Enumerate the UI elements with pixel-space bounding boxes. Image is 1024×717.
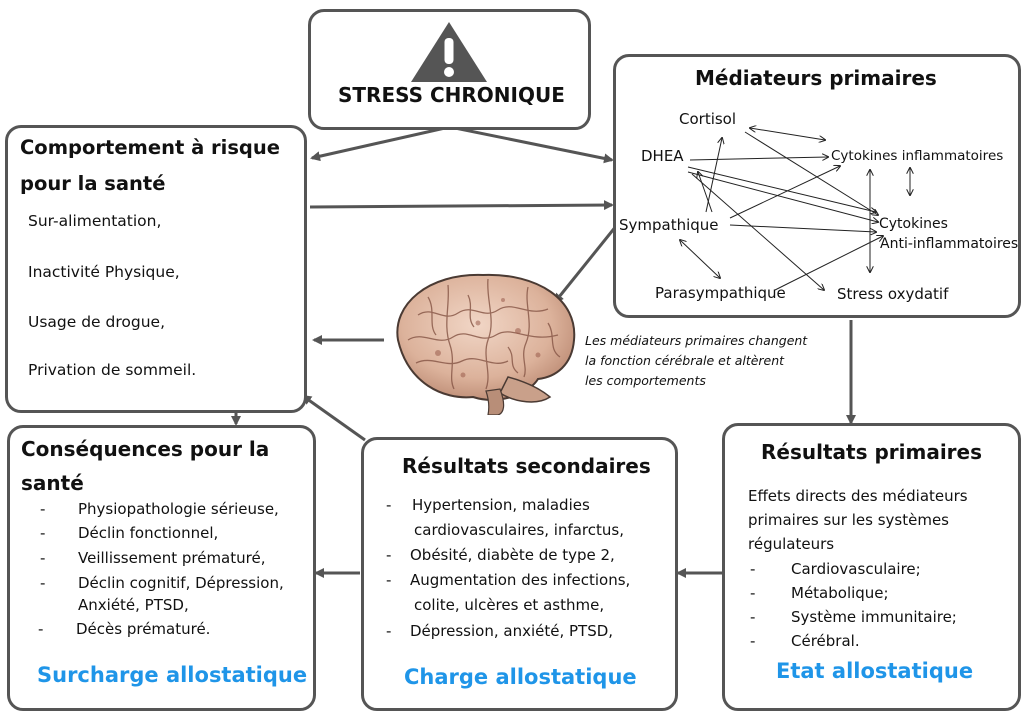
secondary-item: Hypertension, maladies [412, 496, 590, 514]
link-sympathique-anti-inflam [729, 224, 876, 232]
primary-item: Système immunitaire; [791, 608, 957, 626]
primary-item: Cérébral. [791, 632, 860, 650]
secondary-footer: Charge allostatique [404, 665, 637, 689]
bullet-dash: - [386, 496, 392, 514]
bullet-dash: - [750, 560, 756, 578]
consequence-item: Décès prématuré. [76, 620, 211, 638]
secondary-item: Obésité, diabète de type 2, [410, 546, 615, 564]
behavior-item: Sur-alimentation, [28, 212, 162, 230]
link-parasympathique-anti-inflam [774, 236, 883, 291]
bullet-dash: - [40, 500, 46, 518]
node-parasympathique: Parasympathique [655, 284, 786, 302]
arrow-stress-to-behavior [310, 126, 446, 162]
bullet-dash: - [38, 620, 44, 638]
behavior-title-1: Comportement à risque [20, 136, 281, 159]
bullet-dash: - [750, 632, 756, 650]
behavior-box: Comportement à risque pour la santé Sur-… [5, 125, 307, 413]
consequence-item: Anxiété, PTSD, [78, 596, 189, 614]
bullet-dash: - [40, 524, 46, 542]
link-cortisol-cytokines-inflam [750, 128, 825, 140]
mediators-title: Médiateurs primaires [695, 66, 937, 90]
primary-item: Cardiovasculaire; [791, 560, 921, 578]
brain-caption-line2: la fonction cérébrale et altèrent [585, 353, 785, 368]
primary-footer: Etat allostatique [776, 659, 974, 683]
bullet-dash: - [40, 549, 46, 567]
consequences-footer: Surcharge allostatique [37, 663, 308, 687]
consequence-item: Déclin cognitif, Dépression, [78, 574, 284, 592]
behavior-title-2: pour la santé [20, 172, 166, 195]
link-dhea-stress-oxydatif [691, 173, 824, 290]
consequence-item: Déclin fonctionnel, [78, 524, 219, 542]
bullet-dash: - [750, 584, 756, 602]
bullet-dash: - [40, 574, 46, 592]
brain-illustration [396, 273, 576, 415]
link-dhea-cytokines [687, 166, 876, 212]
secondary-item: colite, ulcères et asthme, [414, 596, 605, 614]
primary-item: Métabolique; [791, 584, 889, 602]
consequences-title-1: Conséquences pour la [21, 437, 270, 461]
consequence-item: Veillissement prématuré, [78, 549, 266, 567]
stress-title: STRESS CHRONIQUE [338, 83, 565, 107]
secondary-title: Résultats secondaires [402, 454, 651, 478]
secondary-item: cardiovasculaires, infarctus, [414, 521, 624, 539]
secondary-item: Augmentation des infections, [410, 571, 631, 589]
primary-title: Résultats primaires [761, 440, 983, 464]
consequences-box: Conséquences pour la santé - Physiopatho… [7, 425, 316, 711]
node-dhea: DHEA [641, 147, 684, 165]
arrow-stress-to-mediators [454, 126, 614, 164]
brain-caption-line3: les comportements [585, 373, 706, 388]
primary-intro: Effets directs des médiateurs [748, 487, 968, 505]
bullet-dash: - [386, 622, 392, 640]
node-stress-oxydatif: Stress oxydatif [837, 285, 949, 303]
primary-intro: régulateurs [748, 535, 835, 553]
node-cortisol: Cortisol [679, 110, 737, 128]
bullet-dash: - [386, 546, 392, 564]
link-sympathique-dhea [698, 172, 713, 213]
bullet-dash: - [750, 608, 756, 626]
link-dhea-cytokines-inflam [689, 157, 828, 160]
brain-caption-line1: Les médiateurs primaires changent [585, 333, 808, 348]
link-parasympathique-sympathique [680, 240, 720, 278]
node-cytokines: Cytokines [879, 216, 948, 232]
bullet-dash: - [386, 571, 392, 589]
consequences-title-2: santé [21, 471, 84, 495]
arrow-behavior-to-mediators [309, 200, 614, 211]
link-cortisol-anti-inflam [744, 131, 878, 215]
node-anti-inflammatoires: Anti-inflammatoires [880, 236, 1019, 252]
arrow-secondary-to-behavior [301, 394, 366, 442]
link-sympathique-cortisol [705, 138, 722, 213]
node-cytokines-inflammatoires: Cytokines inflammatoires [831, 148, 1004, 164]
secondary-box: Résultats secondaires - Hypertension, ma… [361, 437, 678, 711]
link-dhea-anti-inflam [687, 171, 878, 222]
stress-box: STRESS CHRONIQUE [308, 9, 591, 130]
node-sympathique: Sympathique [619, 216, 719, 234]
secondary-item: Dépression, anxiété, PTSD, [410, 622, 614, 640]
primary-box: Résultats primaires Effets directs des m… [722, 423, 1021, 711]
warning-triangle-icon [411, 22, 487, 82]
consequence-item: Physiopathologie sérieuse, [78, 500, 279, 518]
link-sympathique-cytokines-inflam [729, 166, 840, 219]
behavior-item: Privation de sommeil. [28, 361, 197, 379]
behavior-item: Inactivité Physique, [28, 263, 180, 281]
primary-intro: primaires sur les systèmes [748, 511, 949, 529]
behavior-item: Usage de drogue, [28, 313, 166, 331]
